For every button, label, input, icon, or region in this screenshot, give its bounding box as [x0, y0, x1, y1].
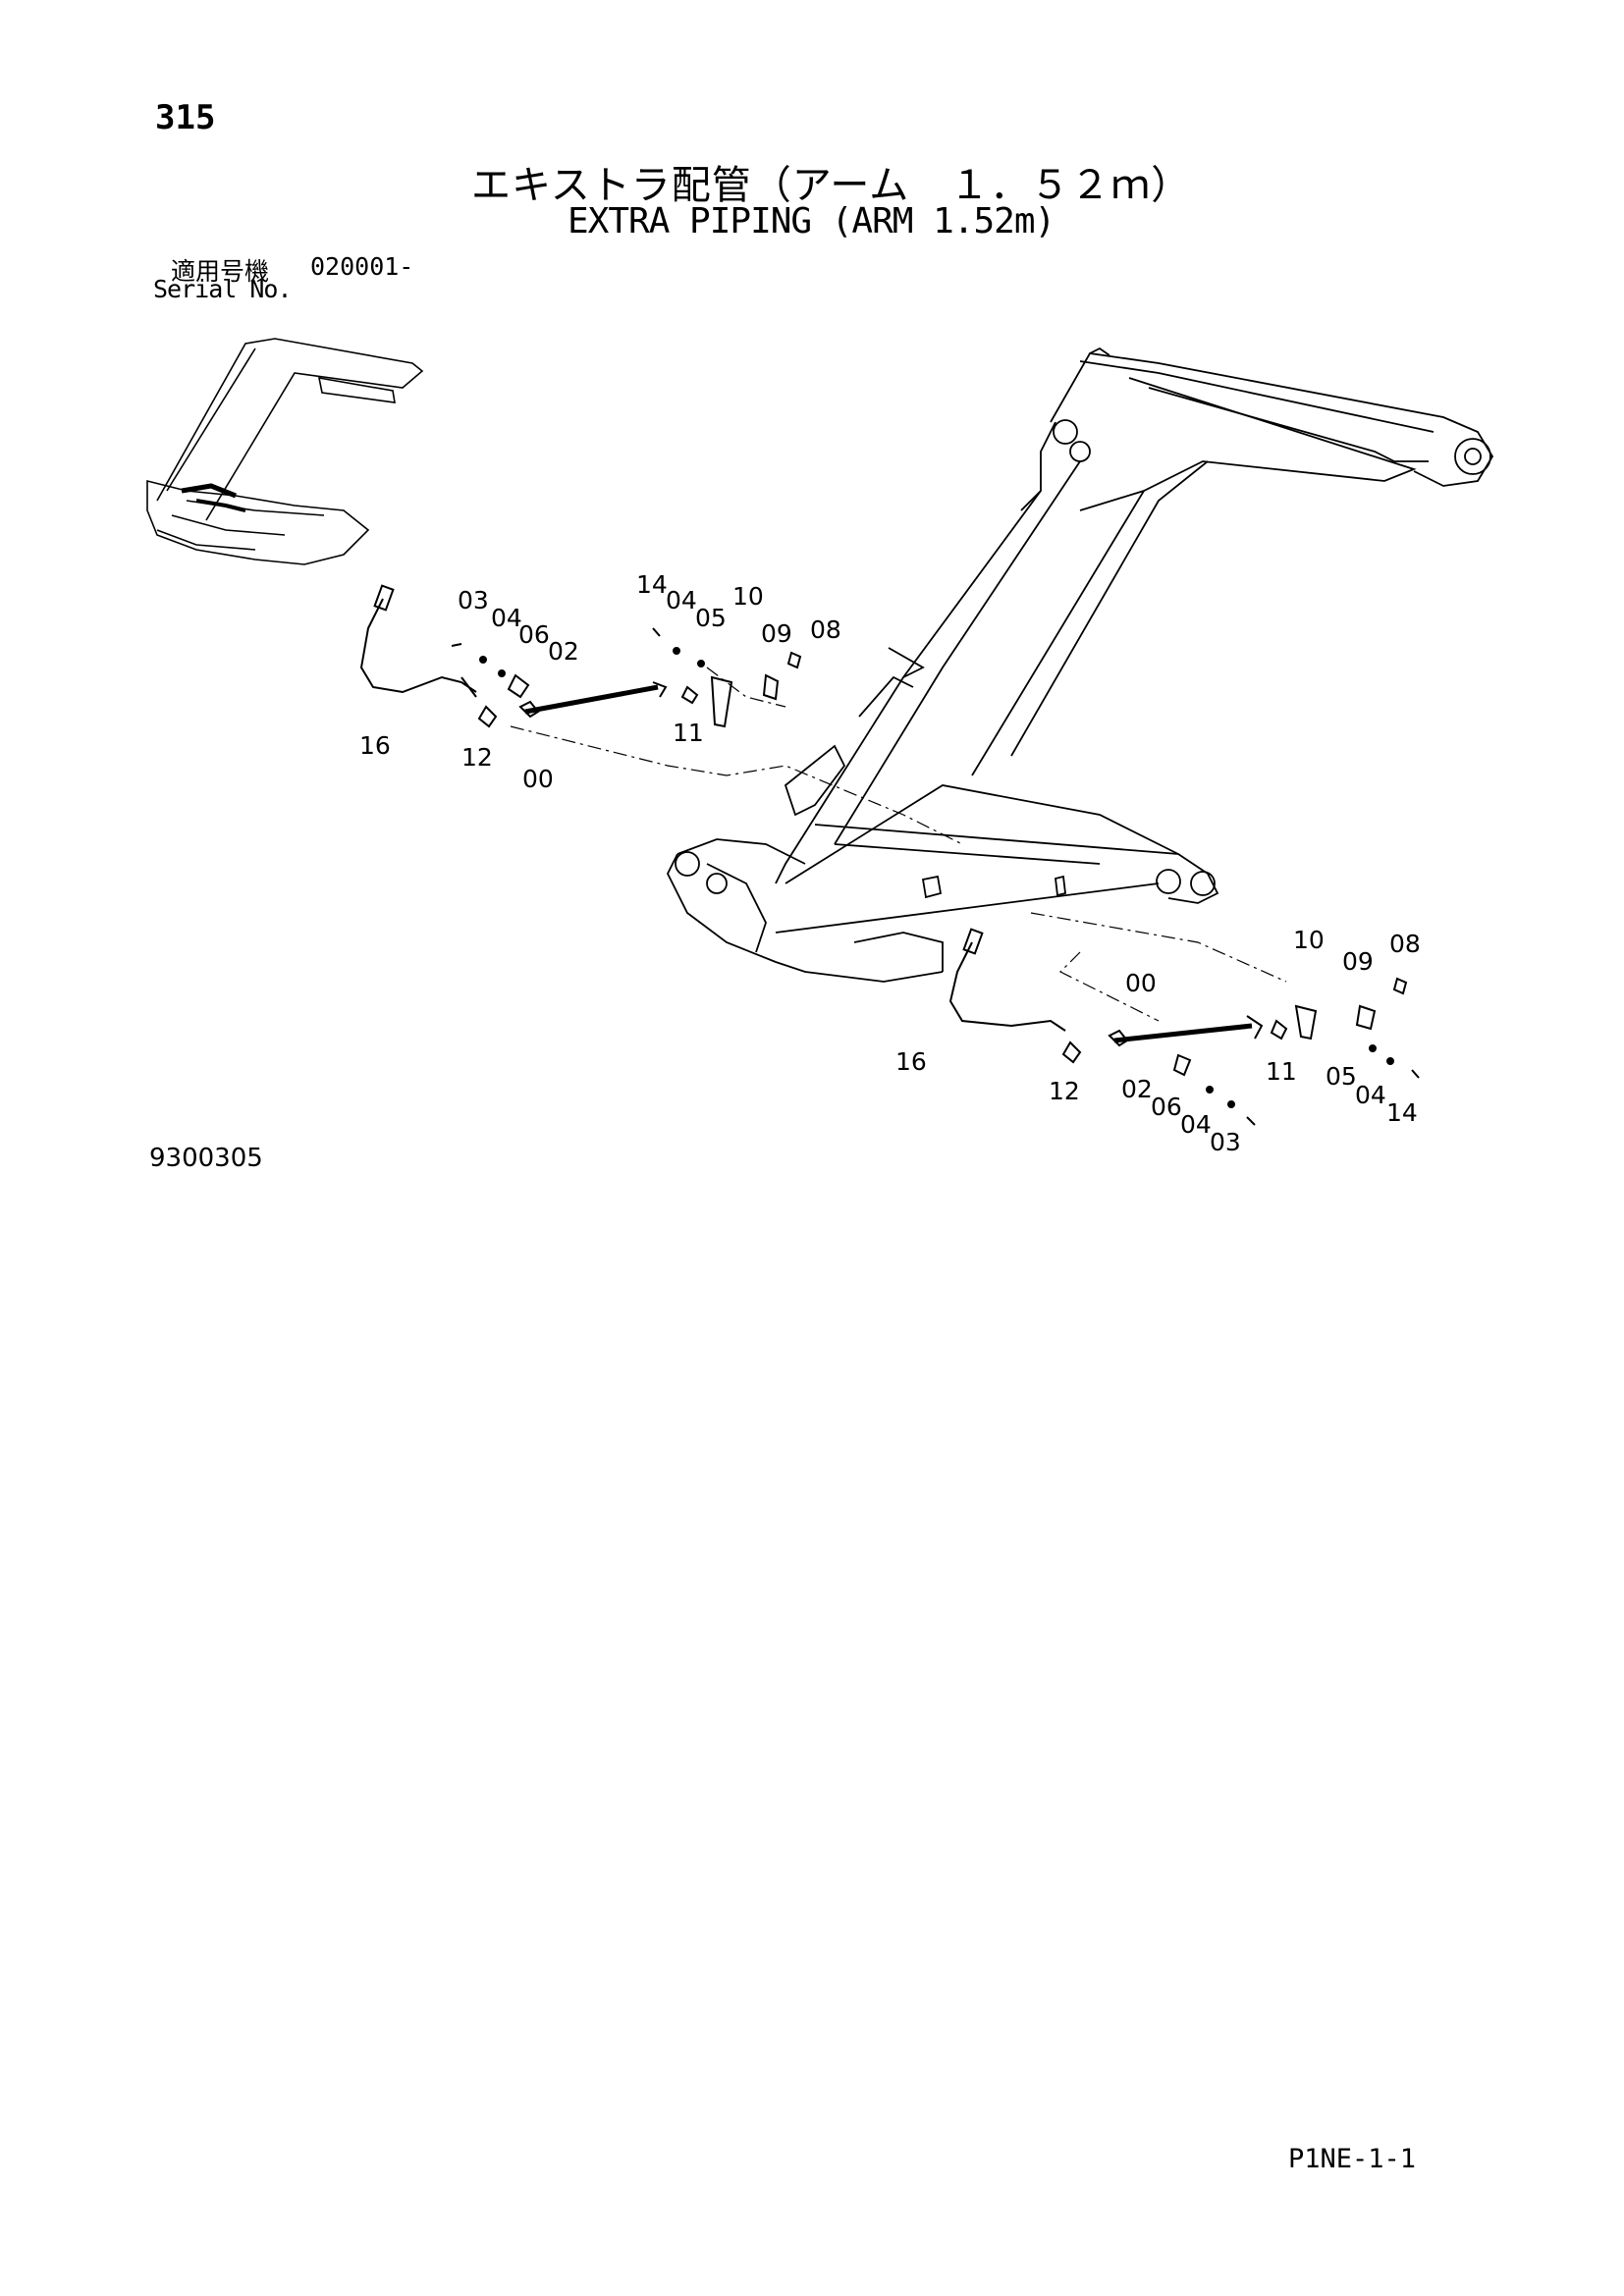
part-labels: 03 04 06 02 14 04 05 10 09 08 16 12 00 1…: [359, 570, 1421, 1156]
page-title-english: EXTRA PIPING (ARM 1.52m): [568, 201, 1056, 241]
arm-assembly: [666, 347, 1494, 983]
label-05: 05: [695, 604, 727, 632]
page-title-japanese: エキストラ配管（アーム １．５２ｍ）: [471, 163, 1192, 208]
label-00: 00: [522, 765, 554, 793]
label-12: 12: [1049, 1077, 1080, 1105]
serial-label-japanese: 適用号機: [171, 257, 270, 286]
label-11: 11: [673, 719, 704, 747]
hose-16-lower: [948, 941, 1066, 1032]
label-12: 12: [461, 743, 493, 772]
label-05: 05: [1326, 1062, 1357, 1091]
label-00: 00: [1125, 969, 1157, 997]
label-08: 08: [1389, 930, 1421, 958]
thumbnail-excavator-sketch: [146, 338, 424, 565]
label-09: 09: [1342, 947, 1374, 976]
drawing-id: 9300305: [149, 1144, 263, 1173]
label-04: 04: [1355, 1081, 1386, 1109]
label-02: 02: [548, 637, 579, 666]
label-04: 04: [491, 604, 522, 632]
assembly-centerlines: [510, 667, 1287, 1022]
pipe-00-upper: [524, 684, 659, 715]
serial-number: 020001-: [310, 252, 414, 281]
lower-piping-group: [948, 928, 1420, 1126]
label-11: 11: [1266, 1057, 1297, 1086]
page-code: P1NE-1-1: [1288, 2144, 1417, 2174]
label-10: 10: [1293, 926, 1325, 954]
label-09: 09: [761, 619, 792, 648]
pipe-00-lower: [1113, 1023, 1253, 1043]
label-02: 02: [1121, 1075, 1153, 1103]
label-16: 16: [359, 731, 391, 760]
page-number: 315: [155, 98, 216, 137]
label-06: 06: [518, 620, 550, 649]
label-16: 16: [895, 1047, 927, 1076]
serial-label-english: Serial No.: [153, 275, 293, 303]
label-04: 04: [1180, 1110, 1212, 1139]
hose-16-upper: [359, 598, 477, 694]
label-03: 03: [1210, 1128, 1241, 1156]
label-14: 14: [1386, 1098, 1418, 1127]
label-06: 06: [1151, 1093, 1182, 1121]
label-03: 03: [458, 586, 489, 614]
label-10: 10: [732, 582, 764, 611]
label-04: 04: [666, 586, 697, 614]
label-08: 08: [810, 615, 841, 644]
label-14: 14: [636, 570, 668, 599]
upper-piping-group: [359, 584, 802, 728]
